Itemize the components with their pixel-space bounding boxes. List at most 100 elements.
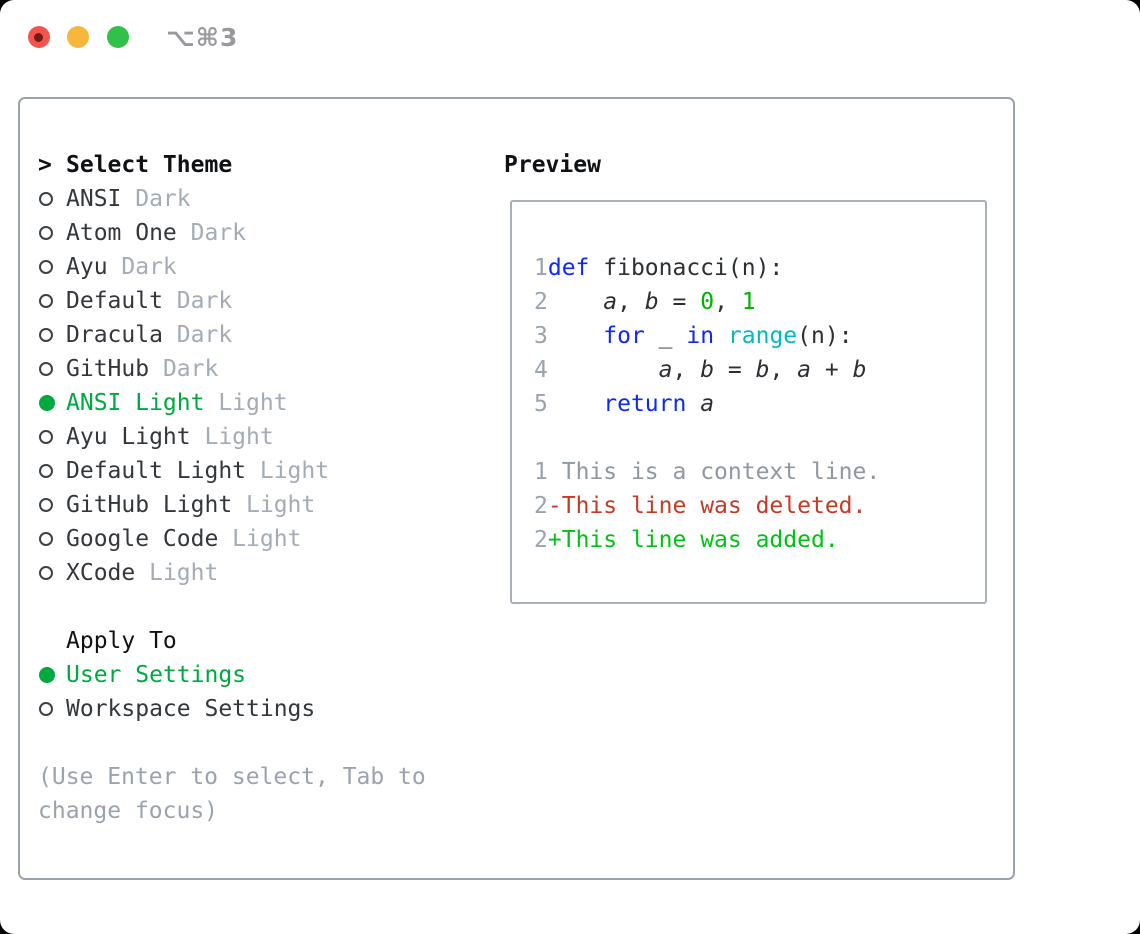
theme-option[interactable]: Dracula Dark [38, 318, 488, 352]
titlebar: ⌥⌘3 [0, 0, 1140, 74]
window-title: ⌥⌘3 [166, 23, 239, 52]
code-token: for [603, 323, 645, 349]
code-token: b [644, 289, 659, 315]
code-line: 5 return a [534, 387, 880, 421]
code-line: 4 a, b = b, a + b [534, 353, 880, 387]
theme-variant-tag: Dark [107, 254, 177, 280]
line-number: 1 [534, 459, 548, 485]
selected-radio-icon [38, 667, 66, 683]
theme-variant-tag: Dark [162, 322, 233, 348]
code-token: def [547, 255, 590, 281]
theme-variant-tag: Light [246, 458, 330, 484]
code-token: return [603, 391, 687, 417]
apply-to-label: Workspace Settings [66, 696, 316, 722]
theme-name: XCode [66, 560, 136, 586]
selected-radio-icon [38, 395, 66, 411]
apply-to-header: Apply To [38, 624, 488, 658]
spacer [38, 726, 488, 760]
code-token [548, 391, 603, 417]
code-token [548, 289, 603, 315]
radio-icon [38, 362, 66, 376]
code-line: 1 def fibonacci(n): [534, 251, 880, 285]
code-token [548, 323, 603, 349]
theme-variant-tag: Dark [162, 288, 233, 314]
radio-icon [38, 464, 66, 478]
code-token: , [714, 289, 742, 315]
radio-circle [39, 362, 53, 376]
theme-option[interactable]: GitHub Dark [38, 352, 488, 386]
theme-option[interactable]: XCode Light [38, 556, 488, 590]
apply-to-title: Apply To [66, 628, 177, 654]
diff-line: 1 This is a context line. [534, 455, 880, 489]
theme-name: GitHub Light [66, 492, 233, 518]
theme-option[interactable]: Default Dark [38, 284, 488, 318]
code-token: b [700, 357, 715, 383]
radio-circle [39, 464, 53, 478]
theme-name: Ayu Light [66, 424, 191, 450]
theme-name: Ayu [66, 254, 108, 280]
radio-circle [39, 430, 53, 444]
code-token: , [672, 357, 701, 383]
diff-line: 2 - This line was deleted. [534, 489, 880, 523]
theme-option[interactable]: ANSI Light Light [38, 386, 488, 420]
select-theme-title: Select Theme [66, 152, 233, 178]
theme-option[interactable]: Default Light Light [38, 454, 488, 488]
radio-circle [39, 226, 53, 240]
code-token: a [700, 391, 715, 417]
theme-option[interactable]: GitHub Light Light [38, 488, 488, 522]
radio-circle [39, 260, 53, 274]
code-token: 0 [700, 289, 715, 315]
theme-name: Atom One [66, 220, 177, 246]
code-token: b [852, 357, 867, 383]
code-token: range [727, 323, 798, 349]
help-line-1: (Use Enter to select, Tab to [38, 764, 426, 790]
theme-variant-tag: Dark [149, 356, 219, 382]
diff-text: This line was deleted. [561, 493, 867, 519]
preview-title: Preview [504, 152, 601, 178]
theme-variant-tag: Light [135, 560, 219, 586]
theme-option[interactable]: Ayu Light Light [38, 420, 488, 454]
radio-icon [38, 566, 66, 580]
diff-text: This is a context line. [561, 459, 881, 485]
zoom-button[interactable] [107, 26, 129, 48]
theme-variant-tag: Light [232, 492, 316, 518]
apply-to-option[interactable]: Workspace Settings [38, 692, 488, 726]
theme-option[interactable]: Ayu Dark [38, 250, 488, 284]
theme-option[interactable]: Google Code Light [38, 522, 488, 556]
minimize-button[interactable] [67, 26, 89, 48]
theme-variant-tag: Light [190, 424, 274, 450]
code-line: 2 a, b = 0, 1 [534, 285, 880, 319]
diff-lines: 1 This is a context line.2 - This line w… [534, 455, 880, 557]
radio-circle [39, 702, 53, 716]
prompt-icon: > [38, 152, 52, 178]
theme-option[interactable]: ANSI Dark [38, 182, 488, 216]
radio-icon [38, 226, 66, 240]
radio-circle [39, 566, 53, 580]
radio-circle [39, 328, 53, 342]
diff-marker: - [547, 493, 562, 519]
apply-to-option[interactable]: User Settings [38, 658, 488, 692]
radio-icon [38, 430, 66, 444]
theme-option[interactable]: Atom One Dark [38, 216, 488, 250]
code-line: 3 for _ in range(n): [534, 319, 880, 353]
radio-icon [38, 532, 66, 546]
theme-variant-tag: Light [218, 526, 302, 552]
radio-circle [39, 294, 53, 308]
code-token: in [686, 323, 715, 349]
close-button[interactable] [28, 26, 50, 48]
help-line-2: change focus) [38, 798, 219, 824]
line-number: 5 [534, 391, 548, 417]
radio-circle [39, 498, 53, 512]
radio-icon [38, 328, 66, 342]
code-token: 1 [741, 289, 756, 315]
diff-text: This line was added. [561, 527, 839, 553]
help-text: (Use Enter to select, Tab to change focu… [38, 760, 488, 828]
code-token: , [769, 357, 798, 383]
code-token: = [714, 357, 756, 383]
theme-name: Google Code [66, 526, 219, 552]
